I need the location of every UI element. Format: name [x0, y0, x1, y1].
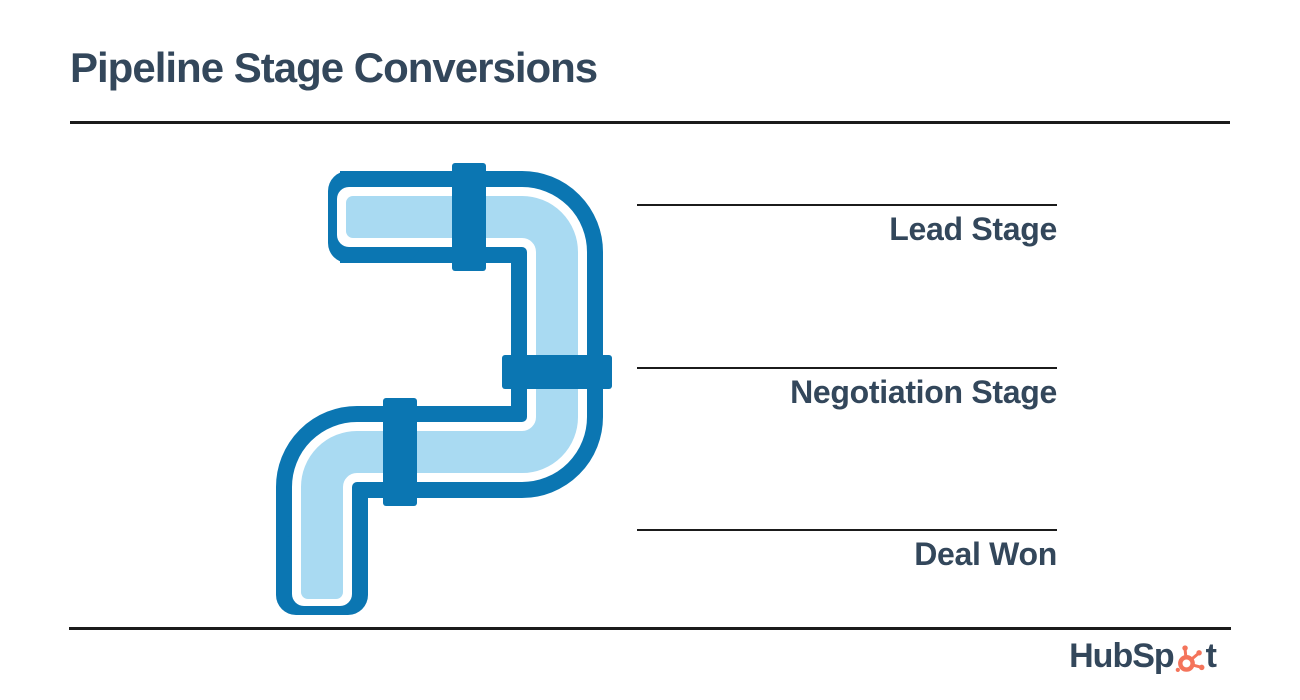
pipe-coupling-negotiation [502, 355, 612, 389]
hubspot-logo: HubSp t [1069, 637, 1217, 675]
stage-lead-label: Lead Stage [889, 211, 1057, 247]
hubspot-sprocket-icon [1175, 645, 1205, 672]
stage-deal-won-label: Deal Won [914, 536, 1057, 572]
page-title: Pipeline Stage Conversions [70, 44, 598, 91]
pipe-coupling-deal [383, 398, 417, 506]
stage-lead: Lead Stage [637, 204, 1057, 264]
pipe-coupling-lead [452, 163, 486, 271]
stage-deal-won-line [637, 529, 1057, 531]
footer-divider-line [69, 627, 1231, 630]
pipe-end-cap-top-core [346, 196, 416, 238]
stage-deal-won: Deal Won [637, 529, 1057, 589]
pipe-illustration [250, 140, 650, 630]
stage-lead-line [637, 204, 1057, 206]
pipe-illustration-svg [276, 163, 612, 615]
pipe-core [301, 196, 578, 550]
pipe-end-cap-bottom-core [301, 535, 343, 599]
hubspot-logo-text-right: t [1205, 637, 1217, 675]
hubspot-logo-text-left: HubSp [1069, 637, 1175, 675]
stage-negotiation-line [637, 367, 1057, 369]
title-divider-line [70, 121, 1230, 124]
stage-negotiation: Negotiation Stage [637, 367, 1057, 427]
stage-negotiation-label: Negotiation Stage [790, 374, 1057, 410]
